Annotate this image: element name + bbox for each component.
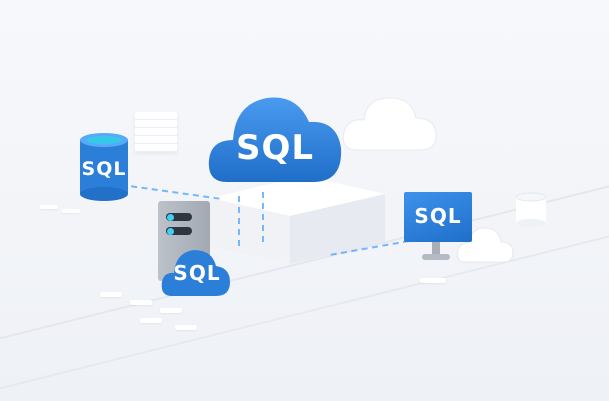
floor-tile [130, 300, 152, 305]
background-cloud-icon [340, 88, 440, 158]
floor-tile [175, 325, 197, 330]
floor-tile [420, 278, 446, 283]
monitor-screen [404, 192, 472, 242]
server-sql-cloud: SQL [160, 244, 232, 300]
sql-monitor: SQL [402, 192, 478, 268]
floor-tile [140, 318, 162, 323]
floor-tile [40, 205, 58, 209]
floor-tile [100, 292, 122, 297]
server-cloud-label: SQL [173, 261, 221, 285]
main-sql-cloud: SQL [205, 82, 345, 188]
connector-line [238, 196, 240, 246]
monitor-stand [432, 242, 440, 256]
connector-line [262, 192, 264, 242]
database-label: SQL [81, 158, 127, 180]
server-rack-block [135, 112, 177, 152]
server-slot-icon [166, 213, 192, 221]
white-cylinder [515, 192, 547, 228]
floor-tile [160, 308, 182, 313]
monitor-label: SQL [414, 204, 462, 228]
floor-tile [62, 209, 80, 213]
server-slot-icon [166, 227, 192, 235]
main-cloud-label: SQL [235, 128, 315, 168]
sql-database-cylinder: SQL [78, 132, 130, 202]
central-platform [210, 170, 385, 265]
monitor-base [422, 254, 450, 260]
